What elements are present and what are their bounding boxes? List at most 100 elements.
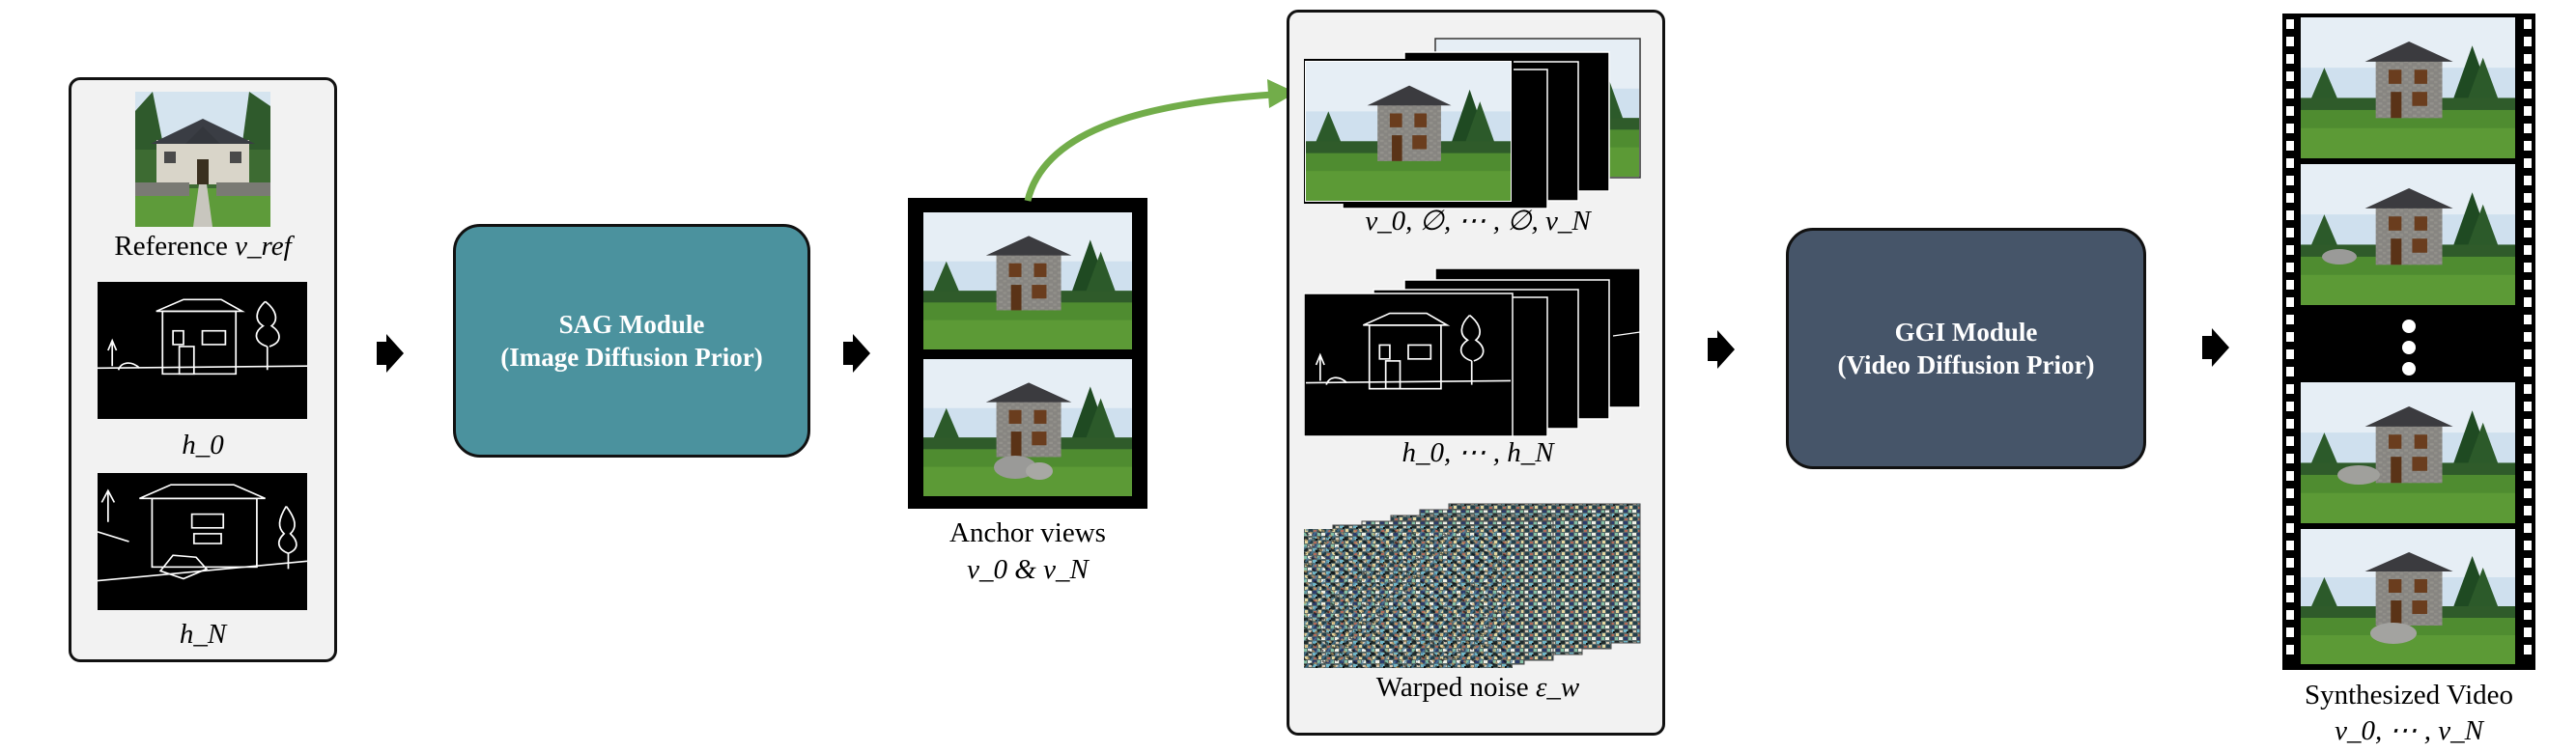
sprocket-hole (2286, 315, 2294, 324)
output-caption: Synthesized Video (2305, 680, 2513, 710)
sprocket-hole (2286, 367, 2294, 376)
sprocket-hole (2524, 558, 2532, 568)
sprocket-hole (2524, 645, 2532, 655)
sag-title: SAG Module (558, 310, 705, 339)
views-caption: v_0, ∅, ⋯ , ∅, v_N (1365, 206, 1591, 237)
video-frame-2 (2301, 164, 2515, 305)
sprocket-hole (2286, 228, 2294, 237)
sprocket-hole (2524, 106, 2532, 116)
sprocket-hole (2524, 280, 2532, 290)
sprocket-hole (2524, 506, 2532, 515)
ggi-subtitle: (Video Diffusion Prior) (1837, 350, 2095, 379)
sprocket-hole (2286, 141, 2294, 151)
sprocket-hole (2286, 610, 2294, 620)
sprocket-hole (2524, 297, 2532, 307)
sprocket-hole (2524, 19, 2532, 29)
sprocket-hole (2286, 541, 2294, 550)
sprocket-hole (2524, 89, 2532, 98)
arrow-right-icon (2202, 328, 2231, 372)
sprocket-hole (2524, 54, 2532, 64)
vertical-ellipsis-icon (2397, 319, 2420, 376)
sprocket-hole (2286, 176, 2294, 185)
sprocket-hole (2524, 124, 2532, 133)
curved-arrow-icon (1024, 79, 1296, 202)
sprocket-hole (2524, 541, 2532, 550)
anchor-view-vN (923, 359, 1132, 496)
sprocket-hole (2524, 471, 2532, 481)
sprocket-hole (2286, 454, 2294, 463)
sprocket-hole (2286, 471, 2294, 481)
sprocket-hole (2524, 349, 2532, 359)
sprocket-hole (2286, 558, 2294, 568)
sprocket-hole (2524, 627, 2532, 637)
sprocket-hole (2524, 332, 2532, 342)
sprocket-hole (2286, 419, 2294, 429)
views-stack (1303, 37, 1652, 210)
sprocket-hole (2286, 71, 2294, 81)
sprocket-hole (2524, 210, 2532, 220)
sprocket-hole (2286, 106, 2294, 116)
hint-h0-image (98, 282, 307, 419)
sprocket-hole (2524, 71, 2532, 81)
sprocket-hole (2524, 523, 2532, 533)
sprocket-hole (2524, 419, 2532, 429)
ggi-module: GGI Module (Video Diffusion Prior) (1786, 228, 2146, 469)
sprocket-hole (2286, 384, 2294, 394)
reference-math: v_ref (235, 231, 292, 262)
sprocket-hole (2286, 89, 2294, 98)
sprocket-hole (2524, 245, 2532, 255)
sprocket-hole (2524, 610, 2532, 620)
sprocket-hole (2286, 488, 2294, 498)
arrow-right-icon (1708, 330, 1737, 374)
sprocket-hole (2286, 436, 2294, 446)
sprocket-hole (2286, 280, 2294, 290)
anchor-caption: Anchor views (949, 517, 1106, 548)
h0-caption: h_0 (182, 430, 224, 460)
video-frame-3 (2301, 382, 2515, 523)
sprocket-hole (2524, 263, 2532, 272)
sprocket-hole (2286, 645, 2294, 655)
arrow-right-icon (843, 334, 872, 377)
reference-caption: Reference v_ref (77, 230, 328, 263)
sprocket-hole (2286, 349, 2294, 359)
sprocket-hole (2286, 506, 2294, 515)
sprocket-hole (2286, 210, 2294, 220)
sprocket-hole (2286, 193, 2294, 203)
sprocket-hole (2524, 228, 2532, 237)
sprocket-hole (2524, 575, 2532, 585)
sprocket-hole (2524, 593, 2532, 602)
sprocket-hole (2286, 627, 2294, 637)
sag-subtitle: (Image Diffusion Prior) (500, 343, 763, 372)
sprocket-hole (2286, 158, 2294, 168)
sprocket-hole (2286, 523, 2294, 533)
video-frame-4 (2301, 529, 2515, 664)
sprocket-hole (2524, 176, 2532, 185)
sprocket-hole (2286, 124, 2294, 133)
reference-image (135, 92, 270, 227)
sprocket-hole (2286, 19, 2294, 29)
sag-module: SAG Module (Image Diffusion Prior) (453, 224, 810, 458)
ggi-title: GGI Module (1894, 318, 2038, 347)
output-math: v_0, ⋯ , v_N (2335, 715, 2483, 746)
noise-math: ε_w (1535, 672, 1580, 703)
sprocket-hole (2524, 436, 2532, 446)
sprocket-hole (2524, 193, 2532, 203)
video-frame-1 (2301, 17, 2515, 158)
hints-caption: h_0, ⋯ , h_N (1401, 437, 1554, 468)
sprocket-hole (2524, 37, 2532, 46)
noise-label: Warped noise (1375, 672, 1536, 703)
sprocket-hole (2286, 263, 2294, 272)
sprocket-hole (2524, 384, 2532, 394)
sprocket-hole (2524, 158, 2532, 168)
noise-caption: Warped noise ε_w (1294, 671, 1661, 704)
sprocket-hole (2524, 488, 2532, 498)
reference-label: Reference (114, 231, 236, 262)
sprocket-hole (2286, 54, 2294, 64)
hN-caption: h_N (179, 619, 227, 650)
sprocket-hole (2286, 245, 2294, 255)
hints-stack (1303, 267, 1652, 442)
sprocket-hole (2524, 315, 2532, 324)
arrow-right-icon (377, 334, 406, 377)
sprocket-hole (2286, 593, 2294, 602)
sprocket-hole (2524, 367, 2532, 376)
